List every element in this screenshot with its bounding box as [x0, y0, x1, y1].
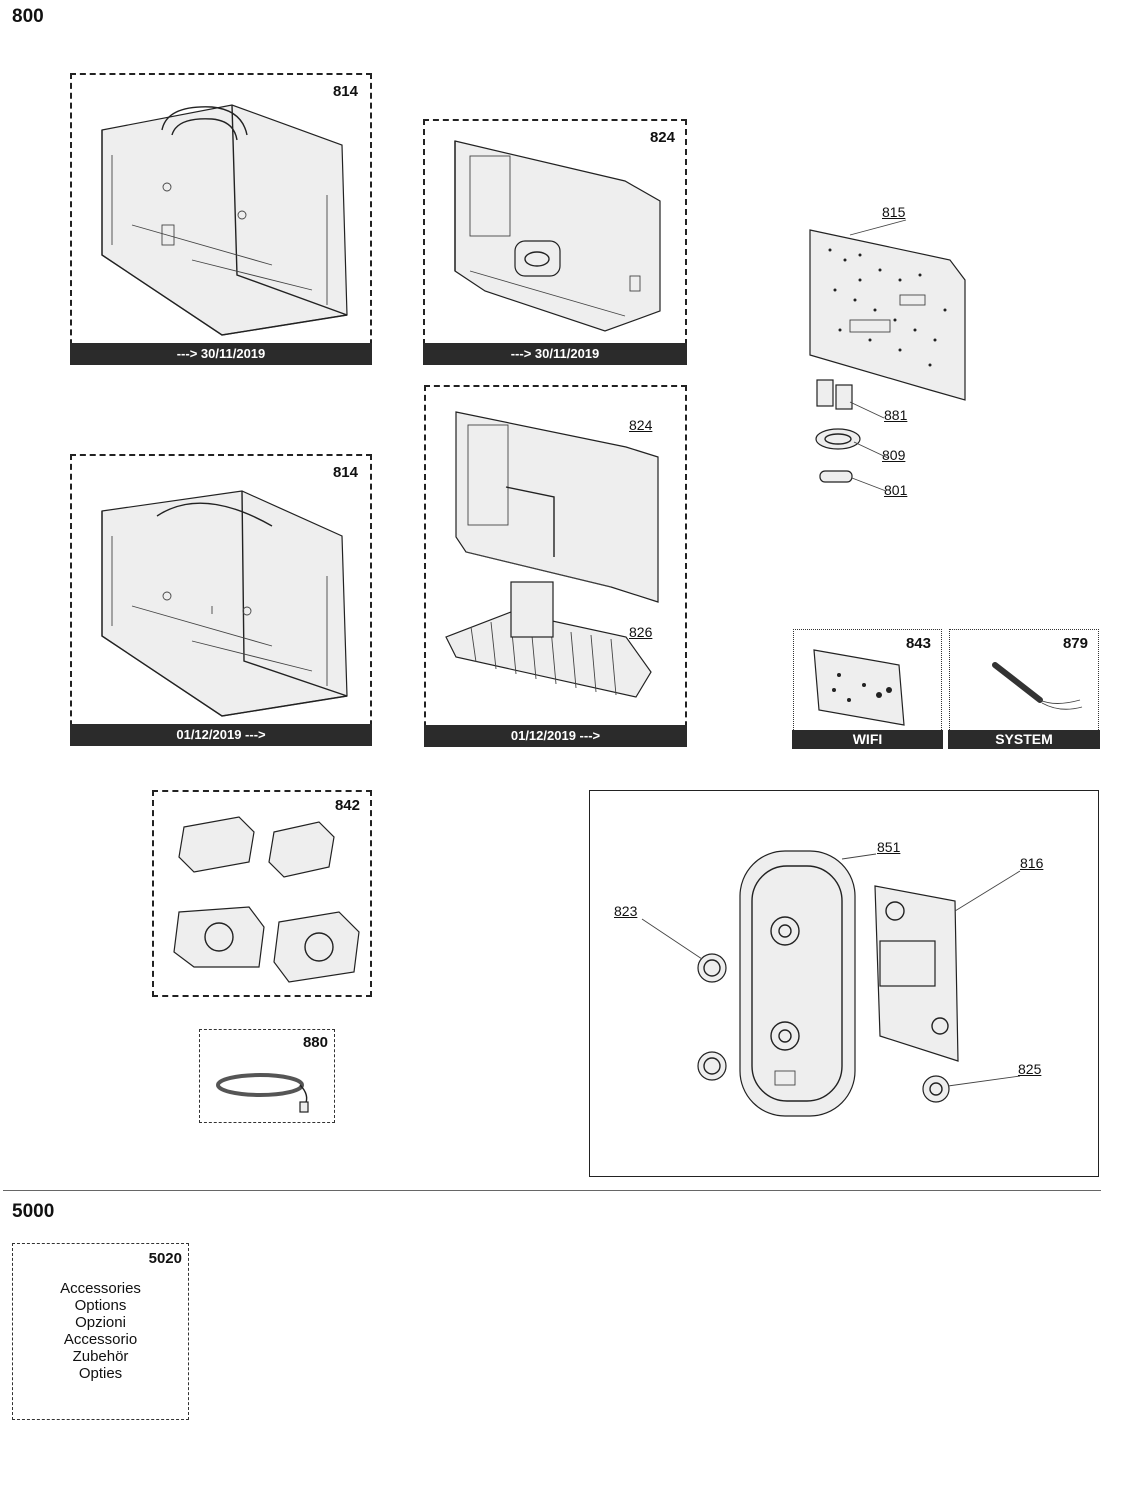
accessories-label-es: Accessorio	[63, 1331, 138, 1348]
section-5000-title: 5000	[12, 1201, 55, 1222]
section-divider	[3, 1190, 1101, 1191]
callout-801: 801	[884, 482, 908, 498]
frame-814-drawing	[101, 104, 348, 336]
fuse-801-drawing	[819, 470, 853, 483]
control-panel-drawing	[641, 850, 1021, 1117]
part-843-wifi-box[interactable]: 843 WIFI	[792, 629, 943, 749]
part-number: 843	[905, 635, 931, 652]
callout-851: 851	[877, 839, 901, 855]
wifi-board-drawing	[813, 649, 905, 726]
accessories-label-it: Opzioni	[75, 1314, 126, 1331]
pcb-815-drawing	[809, 229, 966, 401]
leader-801	[851, 477, 887, 492]
callout-809: 809	[882, 447, 906, 463]
part-814-new-box[interactable]: 814 01/12/2019 --->	[70, 454, 372, 746]
callout-823: 823	[614, 903, 638, 919]
accessories-label-en: Accessories	[60, 1280, 141, 1297]
date-range-label: ---> 30/11/2019	[70, 343, 372, 365]
cover-824-new-drawing	[445, 411, 659, 698]
callout-815: 815	[882, 204, 906, 220]
section-800-title: 800	[12, 6, 44, 27]
brackets-842-drawing	[173, 816, 360, 983]
callout-881: 881	[884, 407, 908, 423]
module-label: SYSTEM	[948, 730, 1100, 749]
part-814-old-box[interactable]: 814 ---> 30/11/2019	[70, 73, 372, 365]
leader-881	[849, 401, 885, 419]
date-range-label: 01/12/2019 --->	[424, 725, 687, 747]
sensor-probe-drawing	[992, 662, 1083, 710]
leader-815	[849, 219, 907, 236]
part-number: 880	[302, 1034, 328, 1051]
accessories-label-list: Accessories Options Opzioni Accessorio Z…	[13, 1280, 188, 1382]
part-842-box[interactable]: 842	[152, 790, 372, 997]
leader-809	[853, 441, 889, 459]
part-number: 879	[1062, 635, 1088, 652]
part-879-system-box[interactable]: 879 SYSTEM	[948, 629, 1100, 749]
grommet-809-drawing	[815, 428, 861, 450]
accessories-label-nl: Opties	[78, 1365, 123, 1382]
control-panel-assembly-box[interactable]: 851 816 823 825	[589, 790, 1099, 1177]
module-label: WIFI	[792, 730, 943, 749]
callout-824: 824	[629, 417, 653, 433]
frame-814-new-drawing	[101, 490, 348, 717]
part-number: 5020	[148, 1250, 182, 1267]
date-range-label: ---> 30/11/2019	[423, 343, 687, 365]
part-880-box[interactable]: 880	[199, 1029, 335, 1123]
callout-825: 825	[1018, 1061, 1042, 1077]
accessories-label-de: Zubehör	[72, 1348, 129, 1365]
part-5020-accessories-box[interactable]: 5020 Accessories Options Opzioni Accesso…	[12, 1243, 189, 1420]
part-824-old-box[interactable]: 824 ---> 30/11/2019	[423, 119, 687, 365]
cable-880-drawing	[216, 1073, 309, 1113]
part-824-826-new-box[interactable]: 824 826 01/12/2019 --->	[424, 385, 687, 747]
cover-824-drawing	[454, 140, 661, 332]
part-number: 814	[332, 83, 358, 100]
callout-816: 816	[1020, 855, 1044, 871]
part-number: 824	[649, 129, 675, 146]
connector-881-drawing	[816, 379, 853, 410]
date-range-label: 01/12/2019 --->	[70, 724, 372, 746]
accessories-label-fr: Options	[74, 1297, 127, 1314]
part-number: 814	[332, 464, 358, 481]
part-number: 842	[334, 797, 360, 814]
callout-826: 826	[629, 624, 653, 640]
